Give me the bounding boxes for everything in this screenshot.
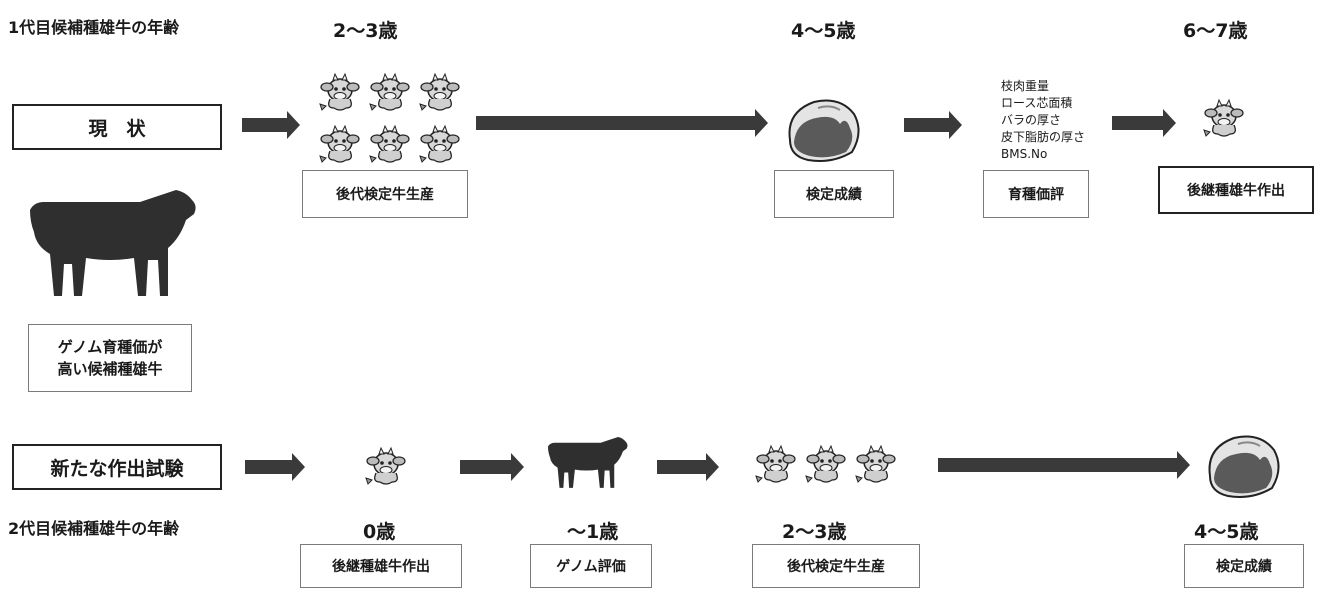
row2-age-3: 2～3歳 (782, 521, 847, 543)
candidate-bull-box: ゲノム育種価が 高い候補種雄牛 (28, 324, 192, 392)
cow-silhouette-icon (30, 190, 196, 296)
candidate-line-2: 高い候補種雄牛 (57, 360, 163, 378)
trait-item: 枝肉重量 (1001, 79, 1050, 93)
current-status-box: 現 状 (12, 104, 222, 150)
step-progeny-production: 後代検定牛生産 (302, 170, 468, 218)
trait-item: 皮下脂肪の厚さ (1001, 130, 1086, 144)
calf-group-icon (319, 73, 460, 163)
calf-icon (1203, 99, 1244, 137)
step-breeding-value: 育種価評 (983, 170, 1089, 218)
calf-group-icon (755, 445, 896, 483)
meat-cut-icon (1208, 435, 1280, 498)
step-progeny-production-2: 後代検定牛生産 (752, 544, 920, 588)
arrow-3 (904, 111, 962, 139)
new-trial-box: 新たな作出試験 (12, 444, 222, 490)
cow-silhouette-small-icon (548, 436, 628, 488)
row2-age-4: 4～5歳 (1194, 521, 1259, 543)
traits-list: 枝肉重量 ロース芯面積 バラの厚さ 皮下脂肪の厚さ BMS.No (1001, 78, 1085, 163)
step-genome-evaluation: ゲノム評価 (530, 544, 652, 588)
step-successor-bull-2: 後継種雄牛作出 (300, 544, 462, 588)
arrow-5 (245, 453, 305, 481)
row1-age-1: 2～3歳 (333, 20, 398, 42)
row1-heading: 1代目候補種雄牛の年齢 (8, 18, 180, 37)
row2-age-2: ～1歳 (567, 521, 619, 543)
trait-item: BMS.No (1001, 147, 1048, 161)
meat-cut-icon (788, 99, 860, 162)
arrow-2 (476, 109, 768, 137)
row2-heading: 2代目候補種雄牛の年齢 (8, 519, 180, 538)
arrow-4 (1112, 109, 1176, 137)
candidate-line-1: ゲノム育種価が (57, 338, 163, 356)
row1-age-3: 6～7歳 (1183, 20, 1248, 42)
step-successor-bull: 後継種雄牛作出 (1158, 166, 1314, 214)
arrow-7 (657, 453, 719, 481)
trait-item: ロース芯面積 (1001, 96, 1073, 110)
trait-item: バラの厚さ (1001, 113, 1062, 127)
row2-age-1: 0歳 (363, 521, 396, 543)
arrow-1 (242, 111, 300, 139)
arrow-8 (938, 451, 1190, 479)
step-test-results: 検定成績 (774, 170, 894, 218)
row1-age-2: 4～5歳 (791, 20, 856, 42)
calf-icon (365, 447, 406, 485)
step-test-results-2: 検定成績 (1184, 544, 1304, 588)
arrow-6 (460, 453, 524, 481)
